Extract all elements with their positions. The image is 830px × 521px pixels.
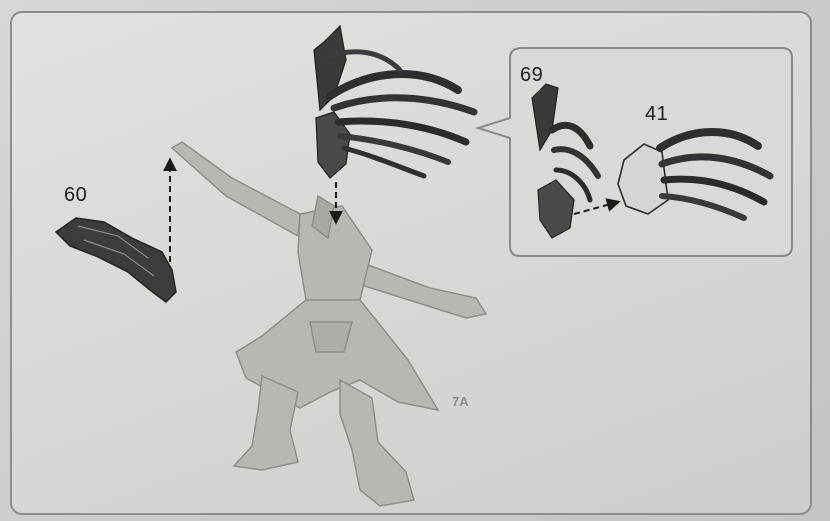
- part-number-69: 69: [520, 64, 543, 87]
- step-number: 7A: [452, 394, 469, 409]
- part-60-arm: [56, 218, 176, 302]
- part-head-main: [314, 26, 474, 178]
- part-number-60: 60: [64, 184, 87, 207]
- part-number-41: 41: [645, 103, 668, 126]
- figure-body: [172, 142, 486, 506]
